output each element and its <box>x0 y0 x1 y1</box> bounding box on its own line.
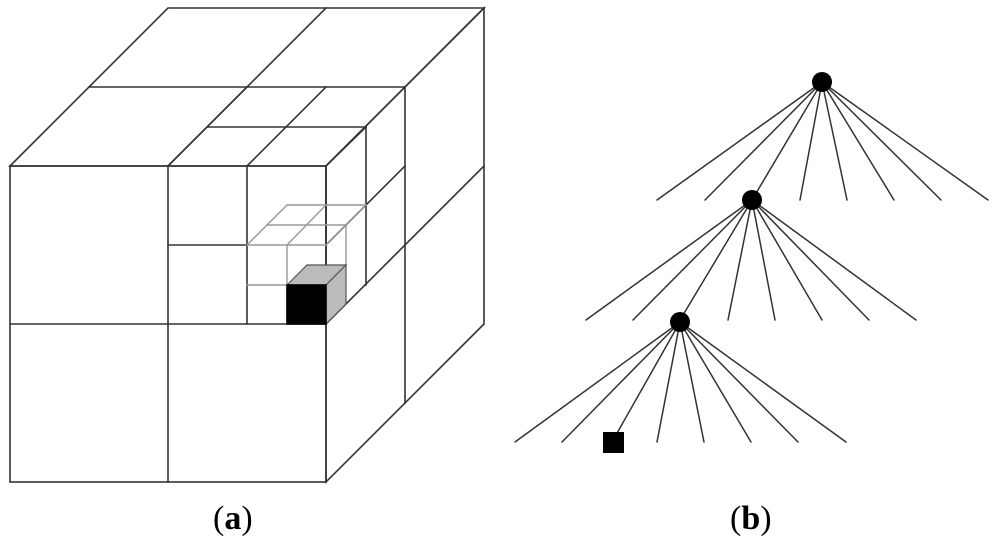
caption-a-open: ( <box>213 500 225 537</box>
caption-a-close: ) <box>241 500 253 537</box>
caption-b: (b) <box>730 500 772 538</box>
caption-a: (a) <box>213 500 253 538</box>
root-node <box>812 72 832 92</box>
tree-level-1 <box>585 190 917 321</box>
octree-cube-diagram <box>8 6 486 484</box>
leaf-node-square <box>603 432 624 453</box>
octree-tree-diagram <box>514 72 989 453</box>
tree-level-0 <box>656 72 989 201</box>
caption-b-open: ( <box>730 500 742 537</box>
caption-a-letter: a <box>224 500 242 537</box>
highlighted-leaf-cube <box>285 263 348 326</box>
tree-level-2 <box>514 312 847 453</box>
level-1-node <box>742 190 762 210</box>
caption-b-close: ) <box>760 500 772 537</box>
outer-cube-right-face <box>325 6 485 484</box>
level-2-node <box>670 312 690 332</box>
leaf-cube-front <box>286 284 327 325</box>
caption-b-letter: b <box>741 500 761 537</box>
